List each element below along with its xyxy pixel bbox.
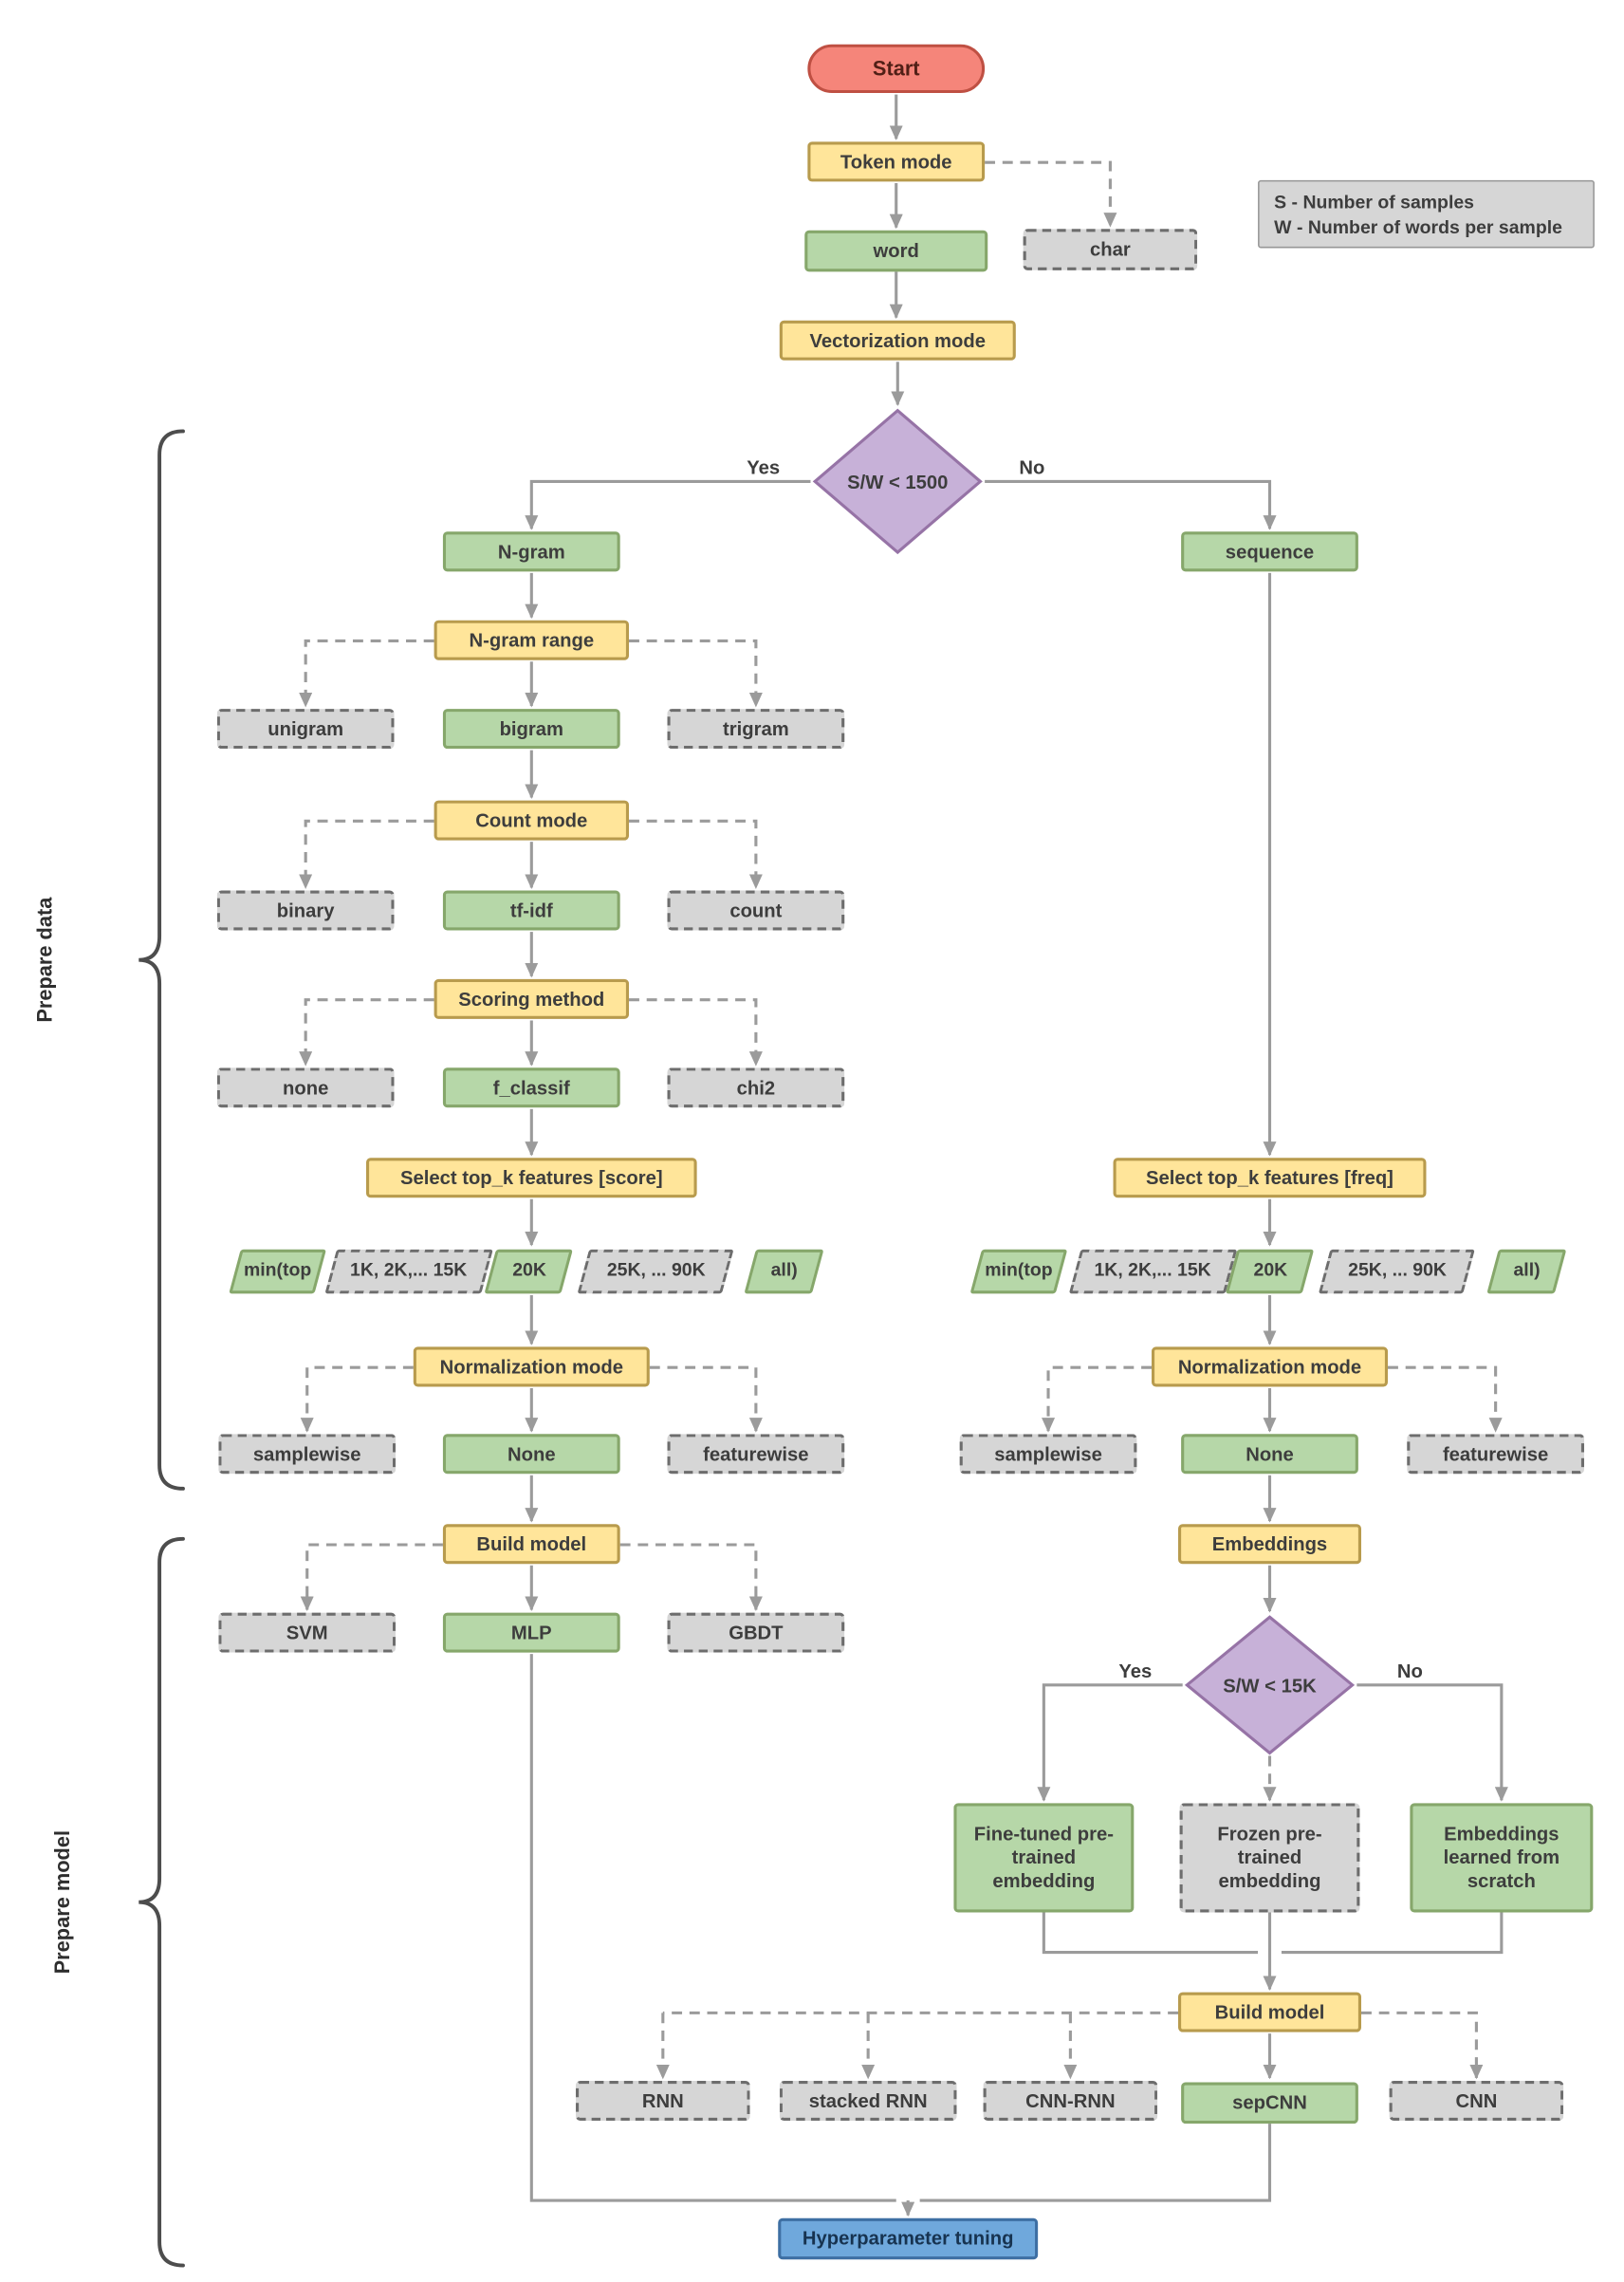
node-none-norm-left: None — [442, 1434, 620, 1475]
edge-label-yes-1: Yes — [747, 455, 781, 479]
node-count-mode: Count mode — [434, 800, 630, 841]
legend: S - Number of samples W - Number of word… — [1258, 179, 1595, 249]
node-unigram: unigram — [216, 709, 395, 750]
node-build-model-left: Build model — [442, 1524, 620, 1565]
node-sepcnn: sepCNN — [1181, 2082, 1358, 2124]
node-binary: binary — [216, 890, 395, 931]
decision-sw-1500-label: S/W < 1500 — [847, 470, 949, 493]
node-featurewise-right: featurewise — [1407, 1434, 1585, 1475]
node-k1-15-left: 1K, 2K,... 15K — [324, 1249, 493, 1294]
node-trigram: trigram — [667, 709, 845, 750]
node-fine-tuned-embedding: Fine-tuned pre-trained embedding — [953, 1803, 1135, 1913]
node-featurewise-left: featurewise — [667, 1434, 845, 1475]
node-char: char — [1023, 229, 1198, 270]
node-svm: SVM — [218, 1612, 397, 1653]
node-select-topk-freq: Select top_k features [freq] — [1113, 1158, 1427, 1198]
node-samplewise-left: samplewise — [218, 1434, 397, 1475]
edge-label-no-1: No — [1019, 455, 1045, 479]
node-none-score: none — [216, 1067, 395, 1108]
node-frozen-embedding: Frozen pre-trained embedding — [1179, 1803, 1360, 1913]
node-start: Start — [807, 44, 986, 94]
node-rnn: RNN — [575, 2080, 750, 2121]
node-f-classif: f_classif — [442, 1067, 620, 1108]
node-samplewise-right: samplewise — [959, 1434, 1137, 1475]
section-label-prepare-model: Prepare model — [49, 1829, 74, 1975]
node-all-left: all) — [744, 1249, 824, 1294]
node-select-topk-score: Select top_k features [score] — [365, 1158, 697, 1198]
legend-line-samples: S - Number of samples — [1274, 191, 1474, 213]
decision-sw-1500: S/W < 1500 — [812, 408, 984, 556]
edge-label-no-2: No — [1396, 1660, 1423, 1682]
node-ngram: N-gram — [442, 531, 620, 572]
node-k25-90-left: 25K, ... 90K — [577, 1249, 734, 1294]
node-min-top-left: min(top — [229, 1249, 326, 1294]
decision-sw-15k: S/W < 15K — [1184, 1614, 1356, 1755]
node-gbdt: GBDT — [667, 1612, 845, 1653]
node-count: count — [667, 890, 845, 931]
node-scoring-method: Scoring method — [434, 978, 630, 1019]
diamond-shape — [812, 408, 983, 555]
node-embeddings-from-scratch: Embeddings learned from scratch — [1410, 1803, 1594, 1913]
node-bigram: bigram — [442, 709, 620, 750]
node-mlp: MLP — [442, 1612, 620, 1653]
node-stacked-rnn: stacked RNN — [779, 2080, 957, 2121]
node-chi2: chi2 — [667, 1067, 845, 1108]
node-min-top-right: min(top — [969, 1249, 1068, 1294]
diamond-shape — [1184, 1615, 1356, 1755]
node-k20-right: 20K — [1225, 1249, 1315, 1294]
node-normalization-mode-right: Normalization mode — [1151, 1346, 1389, 1387]
node-hyperparameter-tuning: Hyperparameter tuning — [778, 2217, 1039, 2260]
node-ngram-range: N-gram range — [434, 620, 630, 660]
node-k20-left: 20K — [484, 1249, 573, 1294]
node-all-right: all) — [1486, 1249, 1567, 1294]
node-tfidf: tf-idf — [442, 890, 620, 931]
node-vectorization-mode: Vectorization mode — [779, 320, 1016, 361]
node-k1-15-right: 1K, 2K,... 15K — [1068, 1249, 1238, 1294]
node-token-mode: Token mode — [807, 141, 986, 182]
section-label-prepare-data: Prepare data — [32, 897, 57, 1023]
decision-sw-15k-label: S/W < 15K — [1223, 1674, 1317, 1697]
node-word: word — [804, 230, 988, 272]
node-cnn-rnn: CNN-RNN — [983, 2080, 1158, 2121]
edge-label-yes-2: Yes — [1118, 1660, 1153, 1682]
node-normalization-mode-left: Normalization mode — [413, 1346, 650, 1387]
node-sequence: sequence — [1181, 531, 1358, 572]
node-embeddings: Embeddings — [1178, 1524, 1362, 1565]
section-braces — [138, 429, 185, 2268]
node-none-norm-right: None — [1181, 1434, 1358, 1475]
node-k25-90-right: 25K, ... 90K — [1318, 1249, 1475, 1294]
node-build-model-right: Build model — [1178, 1992, 1362, 2032]
node-cnn: CNN — [1389, 2080, 1564, 2121]
legend-line-words: W - Number of words per sample — [1274, 216, 1562, 237]
